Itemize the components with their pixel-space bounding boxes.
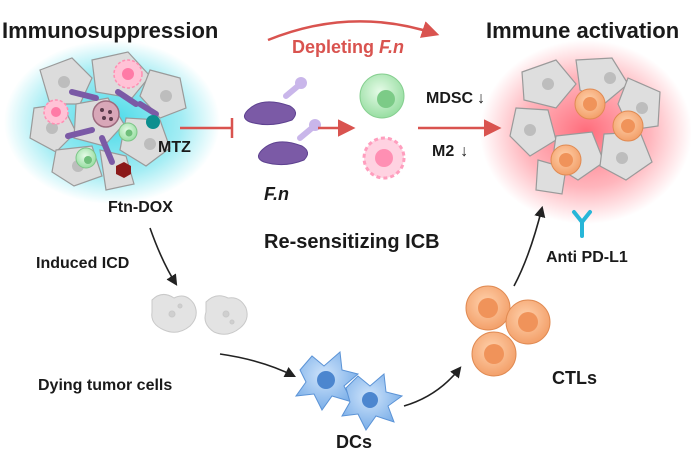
mtz-molecule — [146, 115, 160, 129]
m2-cell-center — [362, 136, 406, 180]
mdsc-text: MDSC — [426, 90, 474, 107]
mdsc-down-arrow: ↓ — [477, 90, 485, 107]
ctl-cell — [505, 299, 551, 345]
dying-to-dc-arrow — [219, 353, 297, 378]
m2-down-arrow: ↓ — [460, 143, 468, 160]
immune-activation-label: Immune activation — [486, 18, 679, 43]
fn-bacterium — [244, 77, 307, 126]
antibody-icon — [572, 210, 592, 238]
anti-pdl1-label: Anti PD-L1 — [546, 249, 628, 266]
immunosuppression-label: Immunosuppression — [2, 18, 218, 43]
depleting-organism: F.n — [379, 37, 404, 57]
m2-text: M2 — [432, 143, 454, 160]
mdsc-cell — [75, 147, 97, 169]
mdsc-label: MDSC↓ — [426, 90, 485, 107]
bacteria-rods — [65, 89, 159, 165]
mdsc-cell-center — [359, 73, 405, 119]
ftn-dox-molecule — [116, 162, 131, 178]
fn-label: F.n — [264, 184, 289, 204]
ctls-label: CTLs — [552, 368, 597, 388]
ctl-cell — [465, 285, 511, 331]
immunosuppressive-tumor — [4, 40, 220, 204]
m2-macrophage — [43, 99, 69, 125]
ftn-dox-label: Ftn-DOX — [108, 199, 173, 216]
inhibition-arrow — [180, 118, 234, 138]
mdsc-cell — [118, 122, 138, 142]
dc-to-ctl-arrow — [403, 366, 462, 407]
tumor-nuclei-right — [524, 72, 648, 164]
depleting-arrow — [267, 20, 440, 42]
depleting-prefix: Depleting — [292, 37, 379, 57]
activated-tumor — [480, 40, 691, 224]
m2-label: M2 ↓ — [432, 143, 468, 160]
ctl-infiltrate — [550, 88, 644, 176]
dying-tumor-cells-label: Dying tumor cells — [38, 377, 172, 394]
dying-tumor-cells — [151, 294, 248, 335]
icd-arrow — [149, 227, 178, 286]
dendritic-cell — [341, 373, 404, 431]
depleting-label: Depleting F.n — [292, 37, 404, 57]
fn-bacterium — [258, 119, 321, 166]
m2-macrophage — [113, 59, 143, 89]
dcs-label: DCs — [336, 432, 372, 452]
fn-bacteria-group — [244, 77, 321, 166]
tumor-core — [92, 100, 120, 128]
resensitizing-label: Re-sensitizing ICB — [264, 231, 440, 253]
mtz-label: MTZ — [158, 139, 191, 156]
induced-icd-label: Induced ICD — [36, 255, 129, 272]
ctl-cell — [471, 331, 517, 377]
ctl-to-tumor-arrow — [513, 205, 546, 287]
dendritic-cell — [294, 350, 360, 411]
